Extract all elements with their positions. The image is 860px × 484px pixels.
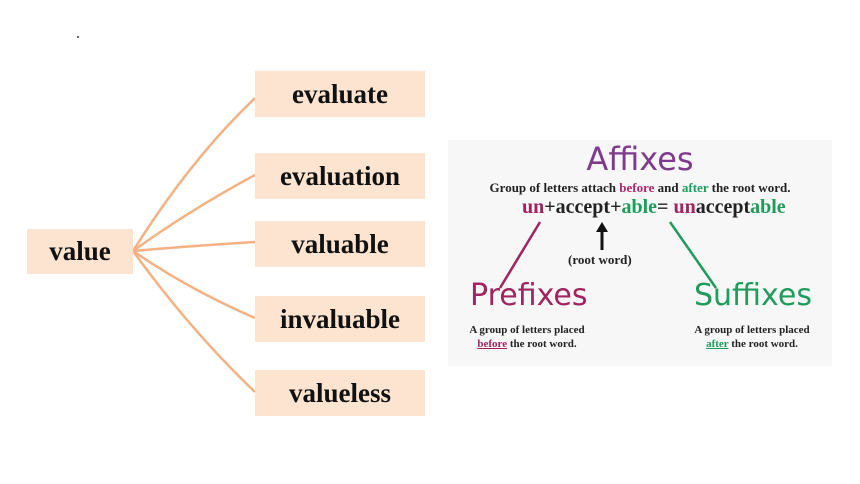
prefixes-title: Prefixes [470, 278, 588, 313]
result-suffix: able [750, 196, 786, 218]
affix-arrows [498, 221, 718, 289]
root-word-label: (root word) [568, 252, 632, 267]
definition-text: and [654, 180, 682, 195]
equation-plus: + [544, 196, 556, 218]
result-prefix: un [673, 196, 696, 218]
decorative-dot [77, 36, 79, 38]
prefix-description: A group of letters placed before the roo… [462, 323, 592, 351]
branch-box-valueless: valueless [255, 370, 425, 416]
branch-text: valueless [288, 377, 391, 408]
suffix-desc-line: after the root word. [682, 337, 822, 351]
branch-text: evaluation [279, 160, 400, 191]
suffix-desc-end: the root word. [728, 338, 798, 350]
definition-before: before [619, 180, 655, 195]
definition-text: the root word. [708, 180, 791, 195]
equation-plus: + [610, 196, 622, 218]
equation-suffix: able [621, 196, 658, 218]
prefix-desc-line: before the root word. [462, 337, 592, 351]
suffix-description: A group of letters placed after the root… [682, 323, 822, 351]
connector-evaluate [131, 97, 256, 252]
branch-box-evaluate: evaluate [255, 71, 425, 117]
suffix-desc-line: A group of letters placed [694, 324, 810, 336]
prefix-desc-end: the root word. [507, 338, 577, 350]
suffixes-title: Suffixes [694, 278, 812, 313]
branch-text: evaluate [292, 78, 388, 109]
branch-text: valuable [291, 228, 389, 259]
equation-equals: = [657, 196, 674, 218]
suffix-connector-line [668, 221, 718, 289]
equation-prefix: un [522, 196, 545, 218]
connector-invaluable [132, 249, 256, 320]
branch-box-valuable: valuable [255, 221, 425, 267]
prefix-desc-line: A group of letters placed [469, 324, 585, 336]
definition-after: after [681, 180, 709, 195]
connector-valuable [132, 240, 256, 253]
root-word-text: value [49, 236, 111, 266]
connector-evaluation [132, 173, 256, 253]
affixes-diagram: Affixes Group of letters attach before a… [448, 140, 832, 366]
branch-box-invaluable: invaluable [255, 296, 425, 342]
example-equation: un+accept+able= unacceptable [522, 196, 786, 219]
prefix-keyword: before [477, 338, 508, 350]
definition-text: Group of letters attach [489, 180, 620, 195]
root-arrow-head [596, 222, 608, 232]
equation-root: accept [555, 196, 611, 218]
branch-text: invaluable [279, 303, 401, 334]
branch-box-evaluation: evaluation [255, 153, 425, 199]
affixes-definition: Group of letters attach before and after… [448, 180, 832, 196]
prefix-connector-line [498, 221, 542, 289]
suffix-keyword: after [706, 338, 729, 350]
affixes-title: Affixes [586, 140, 694, 178]
root-word-box: value [27, 229, 133, 274]
result-root: accept [695, 196, 751, 218]
connector-valueless [131, 250, 256, 393]
